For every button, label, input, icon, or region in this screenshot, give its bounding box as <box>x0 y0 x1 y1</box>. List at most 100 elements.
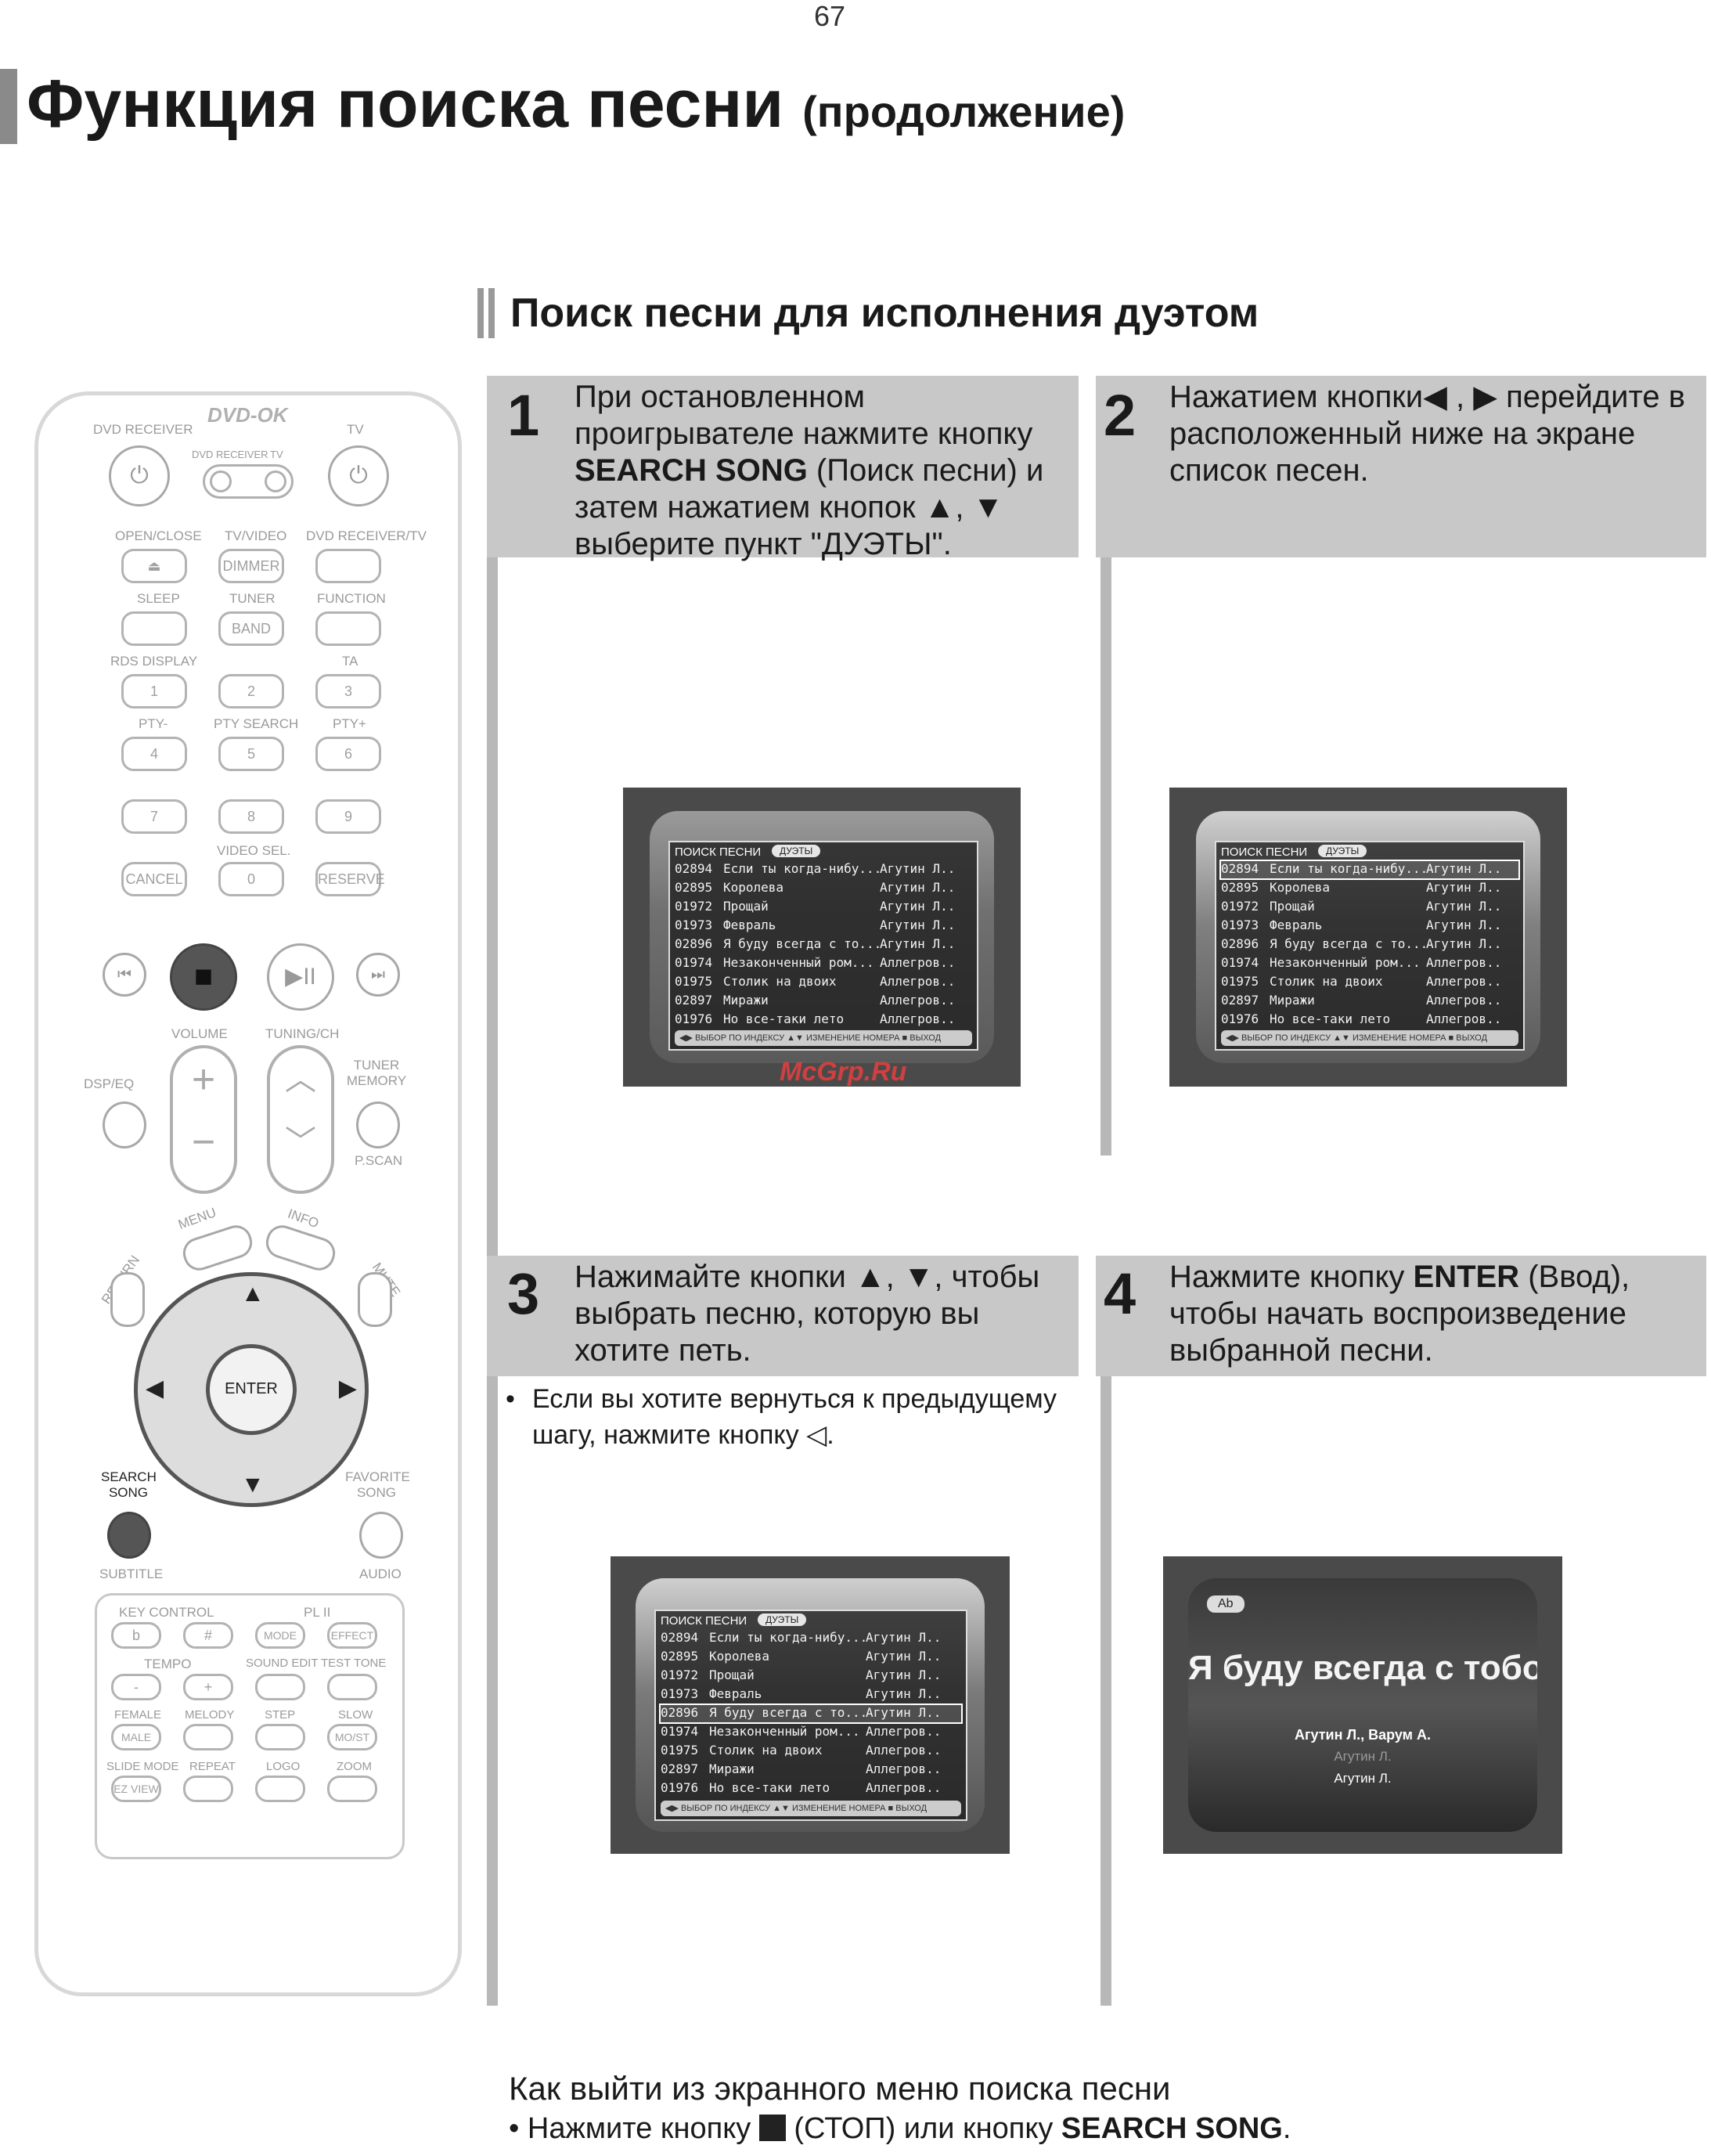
page-title-main: Функция поиска песни <box>27 67 784 142</box>
info-button[interactable] <box>261 1221 340 1274</box>
reserve-button[interactable]: RESERVE <box>315 862 385 896</box>
stop-button[interactable]: ■ <box>170 943 237 1011</box>
mute-button[interactable] <box>358 1272 392 1327</box>
favorite-song-button[interactable] <box>359 1512 403 1559</box>
volume-rocker[interactable]: + − <box>170 1045 237 1194</box>
search-song-button[interactable] <box>107 1512 151 1559</box>
cancel-button[interactable]: CANCEL <box>121 862 187 896</box>
digit-5-button[interactable]: 5 <box>218 737 284 771</box>
digit-1-button[interactable]: 1 <box>121 674 187 708</box>
dvd-receiver-tv-button[interactable] <box>315 549 381 583</box>
tuner-band-button[interactable]: BAND <box>218 611 284 646</box>
menu-tab-duets[interactable]: ДУЭТЫ <box>758 1613 807 1626</box>
digit-9-button[interactable]: 9 <box>315 799 381 834</box>
song-title: Миражи <box>723 993 769 1008</box>
mode-button[interactable]: MODE <box>255 1622 305 1649</box>
song-code: 01973 <box>675 918 713 932</box>
exit-text-a: Нажмите кнопку <box>527 2112 759 2145</box>
dsp-eq-button[interactable] <box>103 1101 146 1148</box>
digit-7-button[interactable]: 7 <box>121 799 187 834</box>
label-switch-tv: TV <box>270 449 283 460</box>
song-artist: Агутин Л.... <box>866 1667 944 1682</box>
label-ta: TA <box>342 654 358 669</box>
remote-control: DVD-OK DVD RECEIVER TV DVD RECEIVER TV ⏻… <box>34 391 462 1996</box>
song-code: 01972 <box>661 1667 699 1682</box>
sound-edit-button[interactable] <box>255 1674 305 1700</box>
label-tuner-memory: TUNER MEMORY <box>346 1058 407 1088</box>
song-title: Королева <box>1270 880 1331 895</box>
step-button[interactable] <box>255 1724 305 1750</box>
dimmer-button[interactable]: DIMMER <box>218 549 284 583</box>
label-tuning-ch: TUNING/CH <box>265 1026 340 1041</box>
tempo-down-button[interactable]: - <box>111 1674 161 1700</box>
digit-3-button[interactable]: 3 <box>315 674 381 708</box>
menu-tab-duets[interactable]: ДУЭТЫ <box>772 845 821 857</box>
tuner-memory-button[interactable] <box>356 1101 400 1148</box>
arrow-right-icon: ▶ <box>338 1375 357 1401</box>
female-male-button[interactable]: MALE <box>111 1724 161 1750</box>
digit-8-button[interactable]: 8 <box>218 799 284 834</box>
prev-track-button[interactable]: ⏮ <box>103 953 146 997</box>
song-title: Королева <box>709 1649 770 1664</box>
digit-2-button[interactable]: 2 <box>218 674 284 708</box>
navigation-pad[interactable]: ▲ ▼ ◀ ▶ <box>134 1272 369 1507</box>
zoom-button[interactable] <box>327 1776 377 1802</box>
play-pause-button[interactable]: ▶II <box>267 943 334 1011</box>
repeat-button[interactable] <box>183 1776 233 1802</box>
key-sharp-button[interactable]: # <box>183 1622 233 1649</box>
digit-6-button[interactable]: 6 <box>315 737 381 771</box>
tuning-rocker[interactable]: ︿ ﹀ <box>267 1045 334 1194</box>
song-title: Я буду всегда с то... <box>723 936 880 951</box>
key-flat-button[interactable]: b <box>111 1622 161 1649</box>
effect-button[interactable]: EFFECT <box>327 1622 377 1649</box>
ez-view-button[interactable]: EZ VIEW <box>111 1776 161 1802</box>
sleep-button[interactable] <box>121 611 187 646</box>
song-title: Прощай <box>1270 899 1315 914</box>
step-3-box <box>487 1256 1079 1376</box>
enter-button[interactable]: ENTER <box>206 1344 297 1435</box>
tempo-up-button[interactable]: + <box>183 1674 233 1700</box>
digit-4-button[interactable]: 4 <box>121 737 187 771</box>
function-button[interactable] <box>315 611 381 646</box>
melody-button[interactable] <box>183 1724 233 1750</box>
digit-0-button[interactable]: 0 <box>218 862 284 896</box>
slow-most-button[interactable]: MO/ST <box>327 1724 377 1750</box>
mode-switch[interactable] <box>203 464 294 499</box>
dvd-power-button[interactable]: ⏻ <box>109 445 170 507</box>
logo-button[interactable] <box>255 1776 305 1802</box>
menu-tab-duets[interactable]: ДУЭТЫ <box>1318 845 1367 857</box>
return-button[interactable] <box>110 1272 145 1327</box>
tv-power-button[interactable]: ⏻ <box>328 445 389 507</box>
open-close-button[interactable]: ⏏ <box>121 549 187 583</box>
test-tone-button[interactable] <box>327 1674 377 1700</box>
next-track-button[interactable]: ⏭ <box>356 953 400 997</box>
